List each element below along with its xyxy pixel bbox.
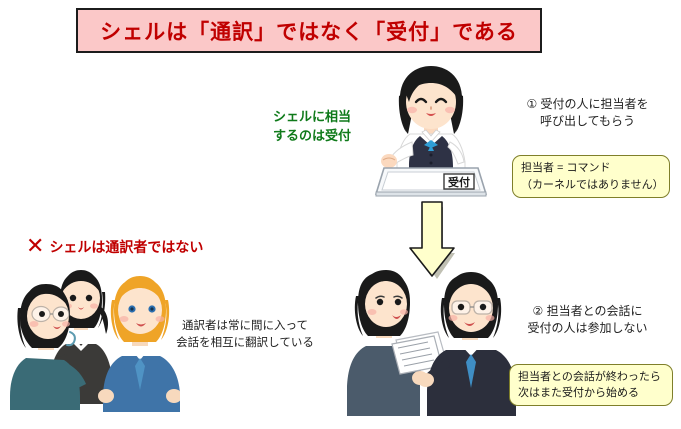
interpreter-note-text: 通訳者は常に間に入って 会話を相互に翻訳している — [176, 320, 314, 349]
slide-title-box: シェルは「通訳」ではなく「受付」である — [76, 8, 542, 53]
callout-1-text: 担当者 = コマンド （カーネルではありません） — [521, 162, 664, 191]
page-title: シェルは「通訳」ではなく「受付」である — [100, 20, 518, 44]
two-businessmen-illustration — [347, 270, 516, 416]
down-arrow — [409, 201, 455, 279]
interpreter-group-illustration — [10, 270, 180, 412]
cross-heading-group: ✕ シェルは通訳者ではない — [26, 233, 204, 258]
callout-2-text: 担当者との会話が終わったら 次はまた受付から始める — [518, 370, 661, 400]
receptionist-illustration: 受付 — [374, 66, 488, 197]
step-1-text: ① 受付の人に担当者を 呼び出してもらう — [526, 97, 649, 129]
cross-icon: ✕ — [26, 233, 45, 258]
callout-restart-from-reception: 担当者との会話が終わったら 次はまた受付から始める — [509, 364, 673, 406]
reception-desk-sign-text: 受付 — [448, 175, 470, 189]
green-annotation-shell-equals-reception: シェルに相当 するのは受付 — [272, 109, 351, 143]
cross-heading-text: シェルは通訳者ではない — [49, 239, 204, 255]
callout-command-definition: 担当者 = コマンド （カーネルではありません） — [512, 155, 670, 198]
step-2-text: ② 担当者との会話に 受付の人は参加しない — [527, 304, 648, 336]
